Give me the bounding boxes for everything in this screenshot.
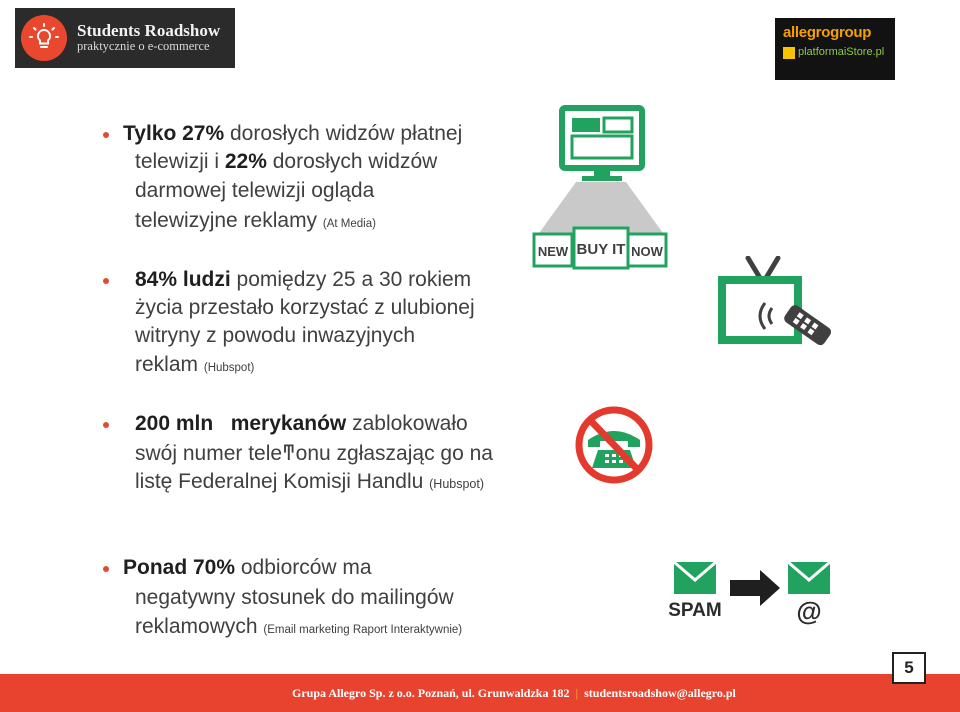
bullet-bold: 200 mln merykanów: [135, 412, 347, 435]
logo-title: Students Roadshow: [77, 20, 221, 40]
bullet-text: telewizji i: [135, 150, 225, 173]
bullet-line: reklamowych (Email marketing Raport Inte…: [135, 615, 462, 639]
page-number: 5: [892, 652, 926, 684]
bullet-line: telewizji i 22% dorosłych widzów: [135, 150, 437, 174]
students-roadshow-logo: Students Roadshow praktycznie o e-commer…: [15, 8, 235, 68]
logo-subtitle: praktycznie o e-commerce: [77, 39, 210, 54]
bullet-text: odbiorców ma: [235, 556, 372, 579]
platforma-istore-wordmark: platformaiStore.pl: [798, 46, 885, 58]
bullet-text: reklam: [135, 353, 204, 376]
bullet-line: 200 mln merykanów zablokowało: [135, 412, 468, 436]
source-citation: (Hubspot): [203, 362, 255, 374]
bullet-line: witryny z powodu inwazyjnych: [135, 324, 416, 347]
spam-to-email-icon: SPAM @: [668, 560, 831, 626]
buy-it-now-monitor-icon: NEW BUY IT NOW: [532, 105, 668, 270]
bullet-text: reklamowych: [135, 615, 264, 638]
bullet-line: negatywny stosunek do mailingów: [135, 586, 454, 609]
bullet-text: listę Federalnej Komisji Handlu: [135, 470, 430, 493]
footer-company: Grupa Allegro Sp. z o.o. Poznań, ul. Gru…: [292, 685, 570, 700]
tv-remote-icon: [718, 256, 832, 346]
bullet-dot: [103, 566, 109, 572]
allegro-group-logo: allegrogroup platformaiStore.pl: [775, 18, 895, 80]
bullet-line: 84% ludzi pomiędzy 25 a 30 rokiem: [135, 268, 471, 292]
email-envelope-icon: [787, 560, 831, 594]
bullet-dot: [103, 278, 109, 284]
source-citation: (Hubspot): [429, 477, 485, 491]
source-citation: (Email marketing Raport Interaktywnie): [263, 624, 463, 636]
bullet-text: telewizyjne reklamy: [135, 209, 323, 232]
arrow-right-icon: [730, 570, 780, 606]
at-sign: @: [796, 596, 821, 626]
buy-new-word: NEW: [538, 244, 569, 259]
footer-separator: |: [575, 685, 579, 700]
bullet-dot: [103, 422, 109, 428]
footer-bar: Grupa Allegro Sp. z o.o. Poznań, ul. Gru…: [0, 674, 960, 712]
bullet-text: pomiędzy 25 a 30 rokiem: [230, 268, 472, 291]
bullet-bold: Ponad 70%: [123, 556, 236, 579]
istore-square-icon: [783, 46, 795, 59]
bullet-text: dorosłych widzów: [266, 150, 438, 173]
spam-label: SPAM: [668, 600, 721, 621]
bullet-bold: 84% ludzi: [135, 268, 231, 291]
bullet-line: życia przestało korzystać z ulubionej: [135, 296, 475, 319]
allegrogroup-wordmark: allegrogroup: [783, 24, 872, 41]
bullet-line: swój numer teleͳonu zgłaszając go na: [135, 442, 493, 465]
bullet-line: telewizyjne reklamy (At Media): [135, 209, 376, 233]
bullet-line: darmowej telewizji ogląda: [135, 179, 375, 202]
bullet-line: reklam (Hubspot): [135, 353, 254, 377]
bullet-text: dorosłych widzów płatnej: [224, 122, 463, 145]
source-citation: (At Media): [322, 218, 376, 230]
spam-envelope-icon: [673, 560, 717, 594]
bullet-text: zablokowało: [346, 412, 468, 435]
buy-it-word: BUY IT: [577, 241, 626, 258]
bullet-line: Ponad 70% odbiorców ma: [123, 556, 372, 580]
footer-email: studentsroadshow@allegro.pl: [584, 685, 736, 700]
bullet-bold: 22%: [224, 150, 267, 173]
no-phone-icon: [575, 406, 653, 484]
footer-text: Grupa Allegro Sp. z o.o. Poznań, ul. Gru…: [292, 686, 736, 701]
buy-now-word: NOW: [631, 244, 664, 259]
bullet-dot: [103, 132, 109, 138]
bullet-line: Tylko 27% dorosłych widzów płatnej: [123, 122, 462, 146]
bullet-bold: Tylko 27%: [123, 122, 225, 145]
bullet-line: listę Federalnej Komisji Handlu (Hubspot…: [135, 470, 484, 494]
lightbulb-icon: [21, 15, 67, 61]
